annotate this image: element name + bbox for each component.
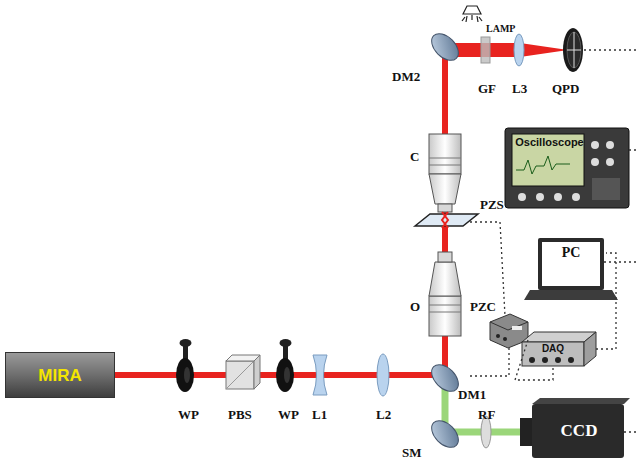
pc-screen: PC [542,242,600,264]
node-text: DAQ [542,344,564,354]
part-label: O [410,300,420,313]
part-label: DM1 [458,388,486,401]
part-label: PBS [228,408,252,421]
part-label: DM2 [392,70,420,83]
part-label: WP [278,408,299,421]
node-text: MIRA [38,367,81,384]
part-label: PZS [480,198,504,211]
part-label: C [410,150,419,163]
part-label: GF [478,82,496,95]
part-label: QPD [552,82,579,95]
part-label: L1 [312,408,327,421]
part-label: RF [478,408,495,421]
daq-box: DAQ [524,343,582,355]
part-label: L2 [376,408,391,421]
part-label: SM [402,446,422,459]
ccd-camera: CCD [540,410,618,450]
laser-box: MIRA [5,352,115,398]
node-text: PC [562,246,581,260]
signal-wire [596,253,616,349]
node-text: Oscilloscope [515,137,583,148]
node-text: CCD [561,422,598,439]
part-label: LAMP [486,24,515,34]
part-label: PZC [470,300,496,313]
oscilloscope-screen: Oscilloscope [512,134,587,150]
part-label: WP [178,408,199,421]
part-label: L3 [512,82,527,95]
